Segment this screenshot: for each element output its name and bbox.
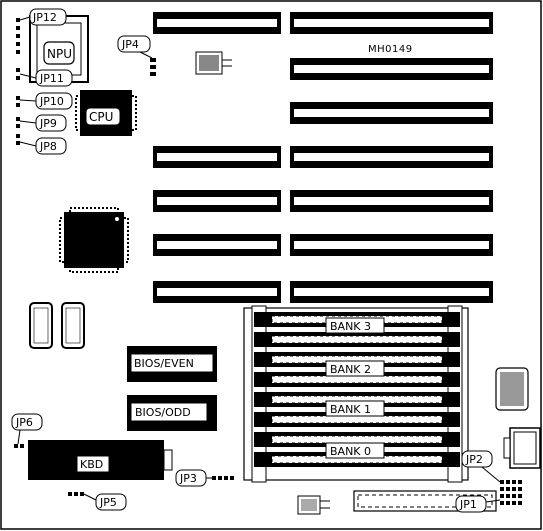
model-number: MH0149 bbox=[368, 44, 413, 55]
jumper-label-jp8: JP8 bbox=[19, 137, 67, 155]
kbd-label: KBD bbox=[80, 458, 103, 471]
expansion-slot bbox=[153, 12, 281, 34]
jumper-label-jp11: JP11 bbox=[19, 69, 73, 87]
jumper-label-jp1: JP1 bbox=[455, 495, 501, 513]
bios-even-chip: BIOS/EVEN bbox=[127, 346, 217, 382]
bios-even-label: BIOS/EVEN bbox=[134, 357, 194, 370]
jumper-label-jp3: JP3 bbox=[175, 469, 212, 487]
svg-text:JP6: JP6 bbox=[15, 416, 33, 429]
battery bbox=[495, 367, 529, 411]
svg-text:JP1: JP1 bbox=[459, 498, 477, 511]
memory-banks: BANK 3 BANK 2 BANK 1 BANK 0 bbox=[243, 305, 469, 483]
simm-row bbox=[254, 332, 460, 347]
bank-2-label: BANK 2 bbox=[330, 363, 371, 376]
expansion-slots bbox=[153, 12, 493, 303]
bank-2: BANK 2 bbox=[325, 360, 385, 377]
bank-0-label: BANK 0 bbox=[330, 445, 371, 458]
simm-row bbox=[254, 392, 460, 407]
jumper-label-jp4: JP4 bbox=[117, 35, 153, 59]
svg-text:JP2: JP2 bbox=[465, 453, 483, 466]
chipset-chip bbox=[59, 207, 129, 273]
expansion-slot bbox=[290, 146, 493, 168]
bios-odd-label: BIOS/ODD bbox=[135, 406, 191, 419]
keyboard-controller: KBD bbox=[28, 440, 173, 480]
svg-text:JP12: JP12 bbox=[32, 11, 57, 24]
bios-odd-chip: BIOS/ODD bbox=[127, 395, 217, 431]
cpu-chip: CPU bbox=[75, 90, 137, 136]
svg-text:JP4: JP4 bbox=[121, 38, 139, 51]
expansion-slot bbox=[290, 58, 493, 80]
bank-1: BANK 1 bbox=[325, 400, 385, 417]
expansion-slot bbox=[153, 190, 281, 212]
jumper-label-jp6: JP6 bbox=[11, 413, 43, 445]
npu-label: NPU bbox=[47, 47, 72, 61]
expansion-slot bbox=[290, 190, 493, 212]
oscillator bbox=[29, 302, 53, 349]
bank-3: BANK 3 bbox=[325, 317, 385, 334]
bank-0: BANK 0 bbox=[325, 442, 385, 459]
svg-text:JP3: JP3 bbox=[179, 472, 197, 485]
expansion-slot bbox=[290, 12, 493, 34]
keyboard-connector bbox=[503, 427, 541, 469]
svg-text:JP5: JP5 bbox=[99, 496, 117, 509]
simm-row bbox=[254, 432, 460, 447]
svg-text:JP8: JP8 bbox=[39, 140, 57, 153]
cpu-label: CPU bbox=[89, 110, 113, 124]
expansion-slot bbox=[153, 234, 281, 256]
jumper-label-jp9: JP9 bbox=[19, 114, 67, 132]
bank-1-label: BANK 1 bbox=[330, 403, 371, 416]
jumper-label-jp10: JP10 bbox=[19, 92, 73, 110]
jumper-label-jp2: JP2 bbox=[461, 450, 501, 483]
expansion-slot bbox=[290, 234, 493, 256]
crystal bbox=[297, 495, 330, 515]
bank-3-label: BANK 3 bbox=[330, 320, 371, 333]
svg-text:JP11: JP11 bbox=[39, 72, 64, 85]
svg-text:JP10: JP10 bbox=[39, 95, 64, 108]
expansion-slot bbox=[153, 146, 281, 168]
svg-text:JP9: JP9 bbox=[39, 117, 57, 130]
oscillator bbox=[61, 302, 85, 349]
jumper-label-jp5: JP5 bbox=[83, 493, 127, 511]
expansion-slot bbox=[290, 281, 493, 303]
oscillator bbox=[195, 51, 232, 75]
jumper-pins bbox=[14, 18, 522, 505]
simm-row bbox=[254, 352, 460, 367]
expansion-slot bbox=[153, 281, 281, 303]
expansion-slot bbox=[290, 102, 493, 124]
jumper-label-jp12: JP12 bbox=[19, 8, 67, 26]
